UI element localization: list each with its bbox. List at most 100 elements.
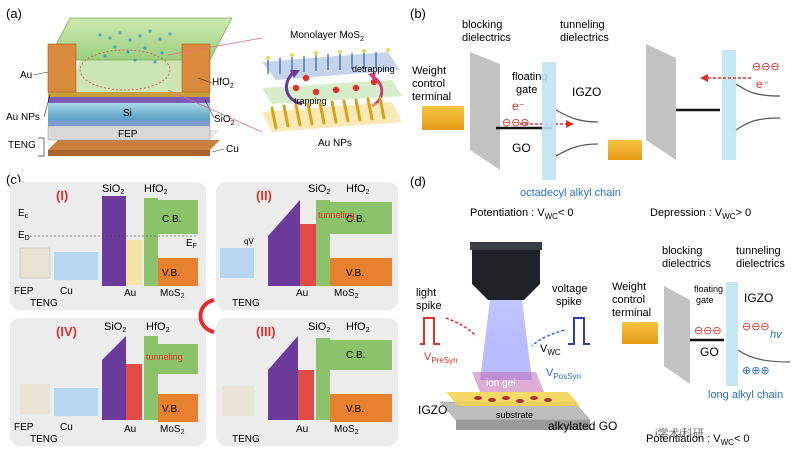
hfo2-label: HfO2 [212,77,234,90]
au-1: Au [124,288,136,299]
b-potentiation: Potentiation : VWC< 0 [470,207,574,221]
teng-3: TENG [232,434,260,445]
au-4: Au [124,424,136,435]
panel-d-tag: (d) [410,174,426,189]
b-blocking-wall-2 [646,44,676,160]
objective-lens [472,248,540,300]
fep-1: FEP [14,286,34,297]
vb-4: V.B. [162,404,180,415]
ion-gel [472,372,544,392]
state-I: (I) Ec ED SiO2 HfO2 C.B. V.B. EF FEP Cu … [14,183,198,309]
d-substrate: substrate [496,410,533,420]
cb-1: C.B. [162,214,181,225]
fep-label: FEP [118,129,138,140]
svg-text:(I): (I) [56,188,68,203]
panel-c: (c) (I) Ec ED SiO2 HfO2 C.B. V.B. EF FEP… [6,172,398,446]
svg-text:⊕⊕⊕: ⊕⊕⊕ [742,365,770,377]
svg-text:SiO2: SiO2 [102,183,124,196]
svg-text:SiO2: SiO2 [104,321,126,334]
b-igzo: IGZO [572,85,601,99]
d-alkylated: alkylated GO [548,419,617,433]
vb-1: V.B. [162,268,180,279]
sio2-label: SiO2 [214,114,235,127]
b-electrons-2: ⊖⊖⊖ [752,61,780,73]
mos2-2: MoS2 [334,288,359,300]
svg-text:(III): (III) [256,324,276,339]
d-vpre: VPreSyn [424,351,458,365]
b-depression: Depression : VWC> 0 [650,207,751,221]
svg-text:HfO2: HfO2 [346,183,370,196]
au-2: Au [296,288,308,299]
inset-title: Monolayer MoS2 [290,30,364,43]
inset-aunps-label: Au NPs [318,138,352,149]
teng-4: TENG [30,434,58,445]
trapping-label: trapping [294,96,327,106]
svg-text:(II): (II) [256,188,272,203]
cu-label: Cu [226,144,239,155]
inset-electrons [292,74,378,96]
svg-text:SiO2: SiO2 [308,321,330,334]
detrapping-label: detrapping [352,64,395,74]
d-electrons: ⊖⊖⊖ [694,325,722,337]
d-potentiation: Potentiation : VWC< 0 [646,433,750,447]
b-tunnel-wall [542,62,556,180]
cycle-arrow [198,298,215,334]
b-weight-gold-2 [608,140,642,160]
igzo-layer [446,392,580,406]
cb-2: C.B. [346,214,365,225]
svg-text:HfO2: HfO2 [144,183,168,196]
b-electrons: ⊖⊖⊖ [502,117,530,129]
d-igzo2: IGZO [744,291,773,305]
svg-text:SiO2: SiO2 [308,183,330,196]
ec-1: Ec [18,208,29,220]
panel-b-tag: (b) [410,6,426,21]
mos2-3: MoS2 [334,424,359,436]
state-IV: (IV) SiO2 HfO2 tunneling V.B. FEP Cu Au … [14,321,198,445]
svg-text:(IV): (IV) [56,324,77,339]
panel-a: (a) FEP Si [6,6,402,157]
b-electron-2: e⁻ [756,77,769,91]
cu-1: Cu [60,286,73,297]
si-label: Si [123,108,132,119]
light-beam [480,300,532,380]
b-electron: e⁻ [512,99,525,113]
ef-1: EF [186,238,197,250]
au-label: Au [20,70,32,81]
b-weight-gold [422,106,464,130]
mos2-inset: Monolayer MoS2 [262,30,402,149]
cu-4: Cu [60,422,73,433]
device-stack: FEP Si [47,17,233,156]
cb-3: C.B. [346,350,365,361]
mos2-4: MoS2 [160,424,185,436]
teng-label: TENG [8,140,36,151]
vb-2: V.B. [346,268,364,279]
d-igzo: IGZO [418,403,447,417]
svg-text:⊖⊖⊖: ⊖⊖⊖ [742,321,770,333]
qv-2: qV [244,237,254,246]
b-go: GO [512,141,531,155]
state-II: (II) SiO2 HfO2 tunneling qV C.B. V.B. Au… [220,183,392,309]
tunneling-2: tunneling [318,210,355,220]
d-ion-gel: ion gel [486,378,515,389]
b-blocking-wall [470,52,500,170]
au-nps-label: Au NPs [6,112,40,123]
mos2-1: MoS2 [160,288,185,300]
svg-text:HfO2: HfO2 [346,321,370,334]
vb-3: V.B. [346,404,364,415]
b-chain: octadecyl alkyl chain [520,187,621,199]
tunneling-4: tunneling [146,352,183,362]
teng-2: TENG [232,298,260,309]
fep-4: FEP [14,422,34,433]
